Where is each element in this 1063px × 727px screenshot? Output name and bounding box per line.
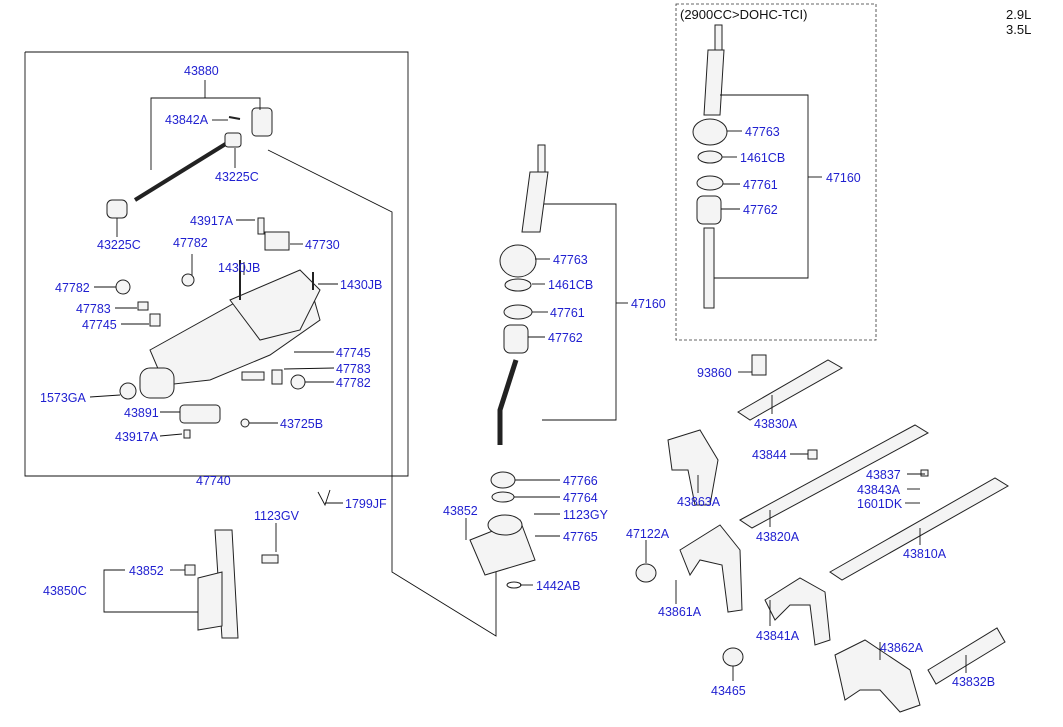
label-43830A: 43830A	[754, 417, 798, 431]
label-43842A: 43842A	[165, 113, 209, 127]
label-1123GY: 1123GY	[563, 508, 609, 522]
label-47782-a: 47782	[173, 236, 208, 250]
label-47763-a: 47763	[553, 253, 588, 267]
variant-shift-lever	[692, 24, 728, 309]
label-43917A-a: 43917A	[190, 214, 234, 228]
label-47782-c: 47782	[336, 376, 371, 390]
label-43843A: 43843A	[857, 483, 901, 497]
label-47740: 47740	[196, 474, 231, 488]
label-43861A: 43861A	[658, 605, 702, 619]
label-43841A: 43841A	[756, 629, 800, 643]
label-47160-a: 47160	[631, 297, 666, 311]
label-43832B: 43832B	[952, 675, 995, 689]
label-43225C-a: 43225C	[215, 170, 259, 184]
shift-rails	[737, 354, 1009, 685]
label-43862A: 43862A	[880, 641, 924, 655]
label-47761-a: 47761	[550, 306, 585, 320]
label-47762-b: 47762	[743, 203, 778, 217]
label-47762-a: 47762	[548, 331, 583, 345]
part-labels: 43880 43842A 43225C 43225C 43917A 47782 …	[40, 64, 995, 698]
label-43850C: 43850C	[43, 584, 87, 598]
label-43917A-b: 43917A	[115, 430, 159, 444]
leader-lines	[89, 80, 967, 681]
variant-box	[675, 3, 877, 341]
label-47761-b: 47761	[743, 178, 778, 192]
label-43844: 43844	[752, 448, 787, 462]
label-47783-b: 47783	[336, 362, 371, 376]
engine-label-29: 2.9L	[1006, 7, 1031, 22]
label-1461CB-b: 1461CB	[740, 151, 785, 165]
label-43880: 43880	[184, 64, 219, 78]
label-43465: 43465	[711, 684, 746, 698]
label-1123GV: 1123GV	[254, 509, 300, 523]
label-1461CB-a: 1461CB	[548, 278, 593, 292]
label-1442AB: 1442AB	[536, 579, 580, 593]
label-47763-b: 47763	[745, 125, 780, 139]
label-1601DK: 1601DK	[857, 497, 903, 511]
bracket-assembly	[184, 489, 331, 639]
label-1430JB-b: 1430JB	[340, 278, 382, 292]
label-93860: 93860	[697, 366, 732, 380]
label-47122A: 47122A	[626, 527, 670, 541]
label-47745-b: 47745	[336, 346, 371, 360]
label-47730: 47730	[305, 238, 340, 252]
variant-note: (2900CC>DOHC-TCI)	[680, 7, 808, 22]
engine-label-35: 3.5L	[1006, 22, 1031, 37]
label-1573GA: 1573GA	[40, 391, 87, 405]
label-43891: 43891	[124, 406, 159, 420]
label-43863A: 43863A	[677, 495, 721, 509]
label-43852-a: 43852	[129, 564, 164, 578]
label-43810A: 43810A	[903, 547, 947, 561]
label-47160-b: 47160	[826, 171, 861, 185]
label-47782-b: 47782	[55, 281, 90, 295]
label-47764: 47764	[563, 491, 598, 505]
label-43837: 43837	[866, 468, 901, 482]
label-43820A: 43820A	[756, 530, 800, 544]
shift-lever	[469, 144, 549, 589]
shifter-assembly-outline	[24, 51, 497, 637]
label-43852-b: 43852	[443, 504, 478, 518]
label-47783-a: 47783	[76, 302, 111, 316]
shift-rod-assembly	[106, 107, 273, 219]
label-47745-a: 47745	[82, 318, 117, 332]
shift-housing	[115, 217, 321, 439]
label-43725B: 43725B	[280, 417, 323, 431]
shift-forks	[635, 429, 921, 713]
label-1799JF: 1799JF	[345, 497, 387, 511]
label-43225C-b: 43225C	[97, 238, 141, 252]
label-47765: 47765	[563, 530, 598, 544]
label-47766: 47766	[563, 474, 598, 488]
label-1430JB-a: 1430JB	[218, 261, 260, 275]
